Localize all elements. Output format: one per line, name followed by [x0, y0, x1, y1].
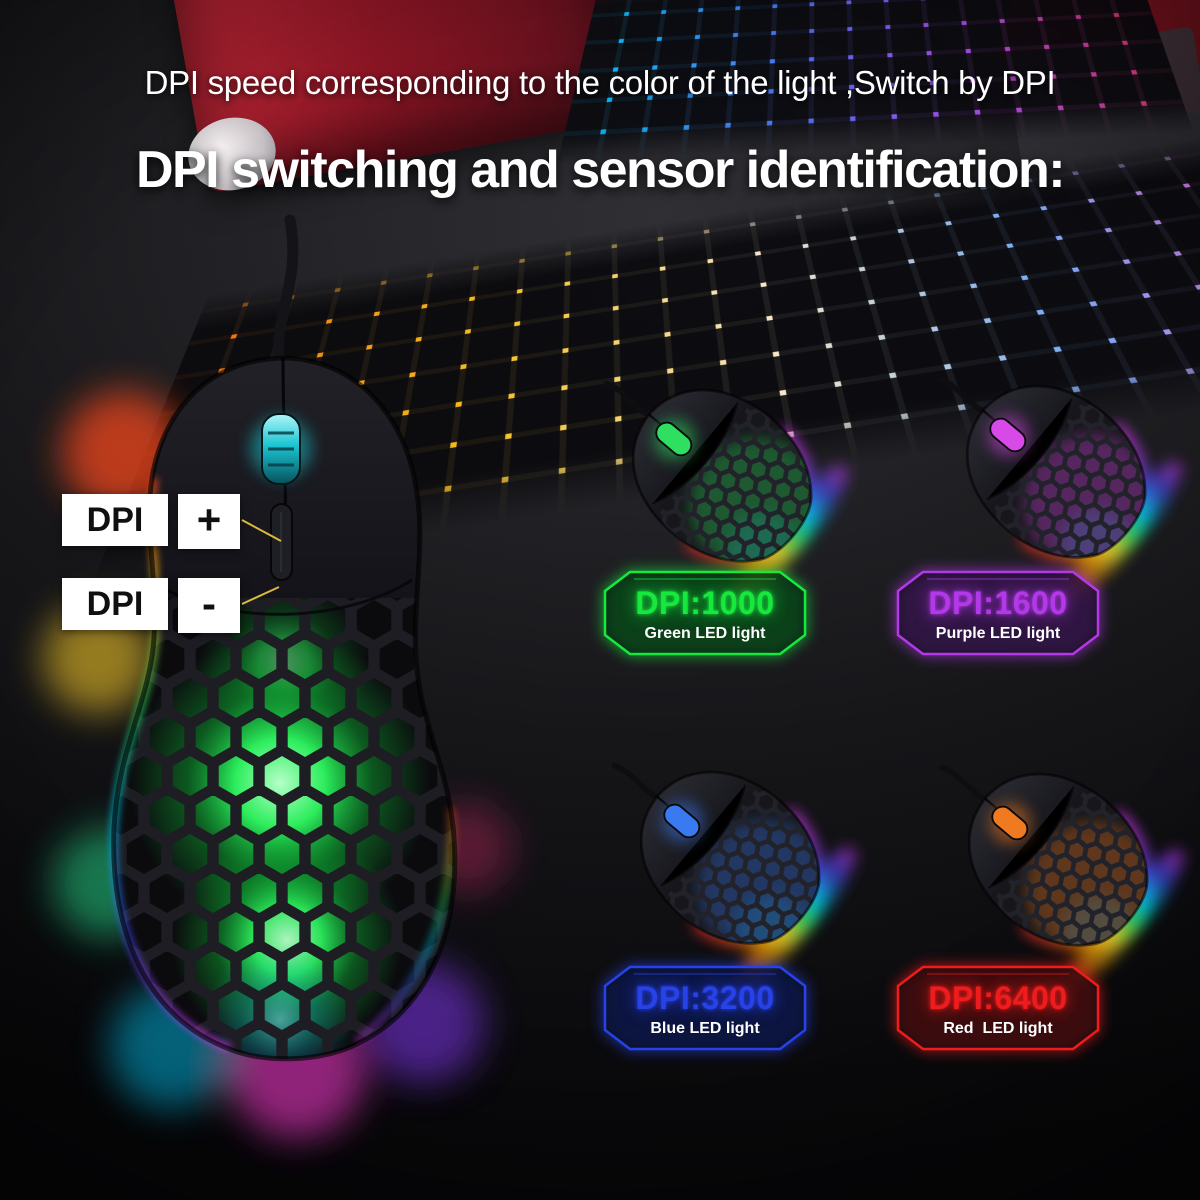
dpi-value: DPI:6400 — [928, 980, 1068, 1017]
subtitle-text: DPI speed corresponding to the color of … — [144, 64, 1056, 101]
dpi-minus-callout: DPI - — [62, 578, 240, 633]
plus-sign: + — [178, 494, 240, 549]
dpi-plus-callout: DPI + — [62, 494, 240, 549]
featured-mouse — [43, 214, 512, 1138]
mini-mouse-dpi-3200 — [500, 700, 810, 1000]
dpi-minus-label: DPI — [62, 578, 168, 630]
dpi-1000-plate: DPI:1000 Green LED light — [600, 563, 810, 663]
led-description: Red LED light — [943, 1020, 1053, 1038]
featured-mouse-illustration — [43, 214, 512, 1138]
dpi-button — [270, 503, 293, 581]
dpi-6400-plate: DPI:6400 Red LED light — [893, 958, 1103, 1058]
plate-text: DPI:1600 Purple LED light — [893, 563, 1103, 663]
plate-text: DPI:3200 Blue LED light — [600, 958, 810, 1058]
plate-text: DPI:6400 Red LED light — [893, 958, 1103, 1058]
page-title: DPI switching and sensor identification: — [135, 141, 1066, 199]
mouse-cable — [273, 214, 299, 370]
mini-mouse-dpi-6400 — [828, 702, 1138, 1002]
dpi-1600-plate: DPI:1600 Purple LED light — [893, 563, 1103, 663]
dpi-plus-label: DPI — [62, 494, 168, 546]
dpi-value: DPI:3200 — [635, 980, 775, 1017]
led-description: Purple LED light — [935, 625, 1061, 643]
dpi-value: DPI:1000 — [635, 585, 775, 622]
led-description: Green LED light — [644, 625, 766, 643]
led-description: Blue LED light — [650, 1020, 760, 1038]
plate-text: DPI:1000 Green LED light — [600, 563, 810, 663]
minus-sign: - — [178, 578, 240, 633]
dpi-value: DPI:1600 — [928, 585, 1068, 622]
dpi-3200-plate: DPI:3200 Blue LED light — [600, 958, 810, 1058]
